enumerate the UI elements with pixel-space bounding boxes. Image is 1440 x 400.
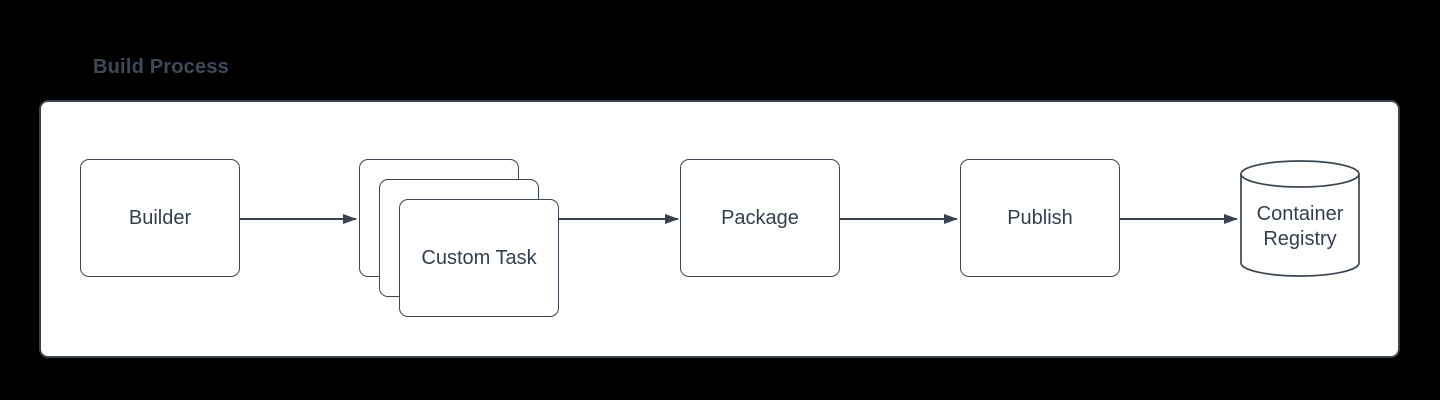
node-label: Publish — [1007, 206, 1073, 229]
node-label-line-1: Container — [1256, 203, 1344, 225]
node-package: Package — [680, 159, 840, 277]
diagram-title: Build Process — [93, 56, 229, 78]
cylinder-shape — [1240, 160, 1360, 277]
node-label: Custom Task — [421, 246, 537, 269]
node-label: Builder — [128, 206, 192, 229]
node-label: Container Registry — [1240, 202, 1360, 252]
node-container-registry: Container Registry — [1240, 160, 1360, 277]
node-label: Package — [721, 206, 799, 229]
node-publish: Publish — [960, 159, 1120, 277]
node-custom-task: Custom Task — [399, 199, 559, 317]
node-builder: Builder — [80, 159, 240, 277]
node-label-line-2: Registry — [1263, 228, 1337, 250]
